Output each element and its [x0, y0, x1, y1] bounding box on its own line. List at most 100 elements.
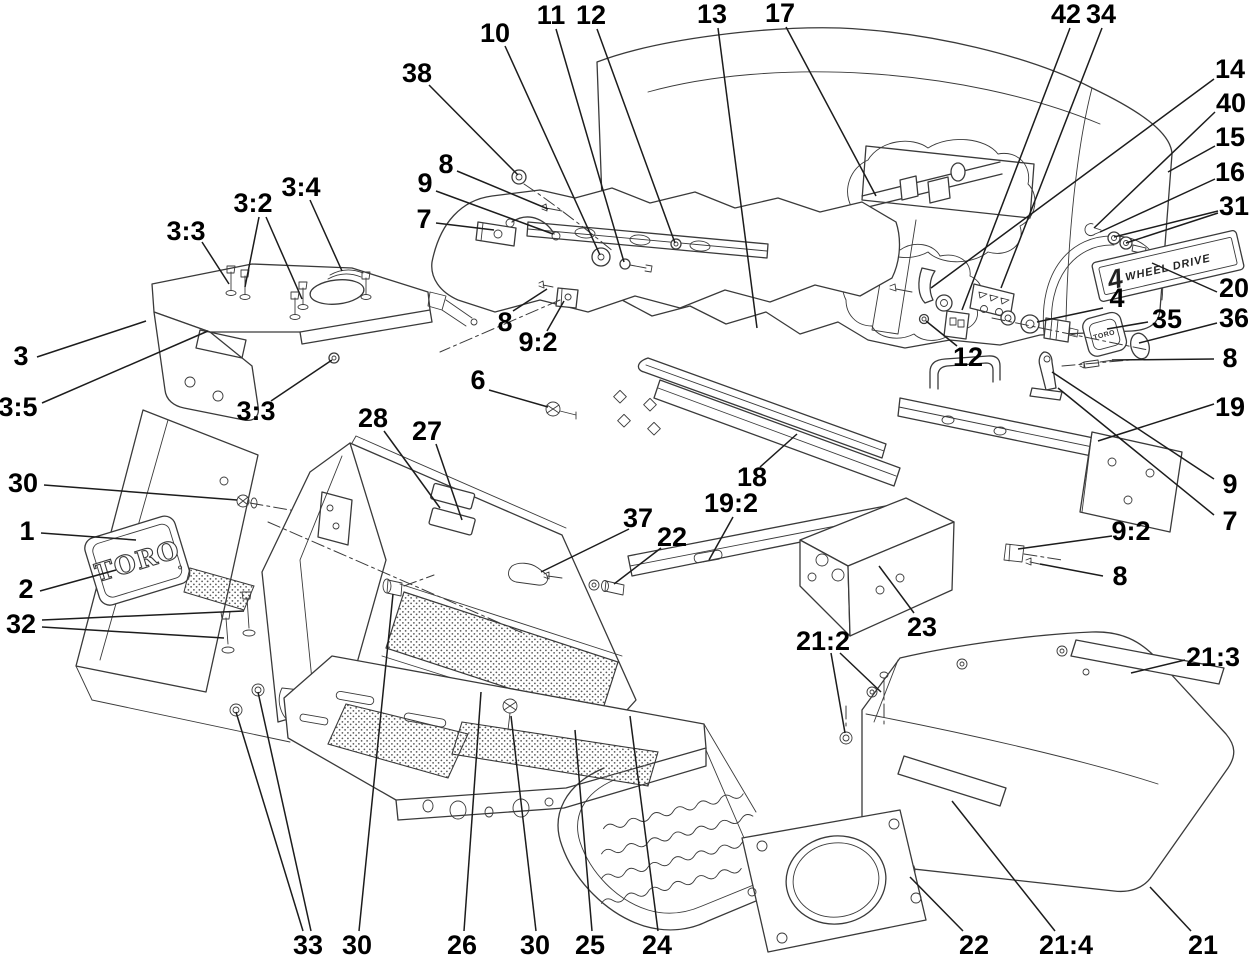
leader-line-42: [961, 27, 1071, 311]
leader-line-8: [1039, 563, 1104, 577]
leader-line-40: [1093, 111, 1216, 229]
callout-3:3: 3:3: [236, 396, 275, 426]
badge-number: 4: [1103, 263, 1125, 296]
callout-3:3: 3:3: [166, 216, 205, 246]
callout-1: 1: [19, 516, 34, 546]
callout-27: 27: [412, 416, 442, 446]
cover-slot: [195, 329, 247, 359]
leader-line-35: [1106, 321, 1149, 330]
leader-line-36: [1138, 322, 1218, 344]
key-switch-group: TORO: [991, 310, 1150, 360]
leader-line-23: [878, 565, 915, 614]
callout-23: 23: [907, 612, 937, 642]
leader-line-32: [41, 610, 245, 621]
bolt-6: [545, 401, 577, 420]
leader-line-21:2: [830, 652, 846, 734]
plates-27-28: [428, 482, 476, 536]
console-mesh: [183, 567, 255, 611]
leader-line-16: [1099, 178, 1216, 233]
leader-line-3:3: [270, 359, 333, 402]
leader-line-9: [1051, 371, 1215, 480]
toro-logo-plate: TORO: [84, 515, 191, 606]
bolt-11: [619, 258, 631, 270]
leader-line-8: [456, 170, 549, 210]
callout-6: 6: [470, 365, 485, 395]
fuel-opening: [309, 279, 365, 305]
washer-31a: [1107, 231, 1121, 245]
callout-19: 19: [1215, 392, 1245, 422]
bracket-9-2: [555, 287, 579, 309]
leader-line-11: [555, 28, 625, 263]
leader-line-33: [235, 711, 304, 932]
callout-3:2: 3:2: [233, 188, 272, 218]
leader-line-3:2: [265, 216, 303, 300]
callout-24: 24: [642, 930, 672, 960]
leader-line-34: [1000, 27, 1103, 289]
right-fender: [839, 631, 1235, 900]
leader-line-8: [512, 288, 548, 312]
scuff-panel: [261, 442, 387, 723]
clip-40: [1084, 223, 1102, 237]
step-well: [557, 767, 769, 931]
latch-37: [508, 562, 563, 586]
leader-line-30: [358, 593, 394, 932]
mesh-panel-floor: [327, 703, 469, 779]
callout-40: 40: [1216, 88, 1246, 118]
callout-30: 30: [342, 930, 372, 960]
leader-line-3:3: [201, 241, 230, 285]
nut-12-top: [670, 238, 682, 250]
drive-badge-20: 4 WHEEL DRIVE: [1091, 230, 1245, 302]
callout-8: 8: [438, 149, 453, 179]
seat-support-plate: [431, 169, 901, 353]
frame-end-plate: [1079, 431, 1183, 533]
leader-line-9:2: [546, 300, 565, 332]
callout-21: 21: [1188, 930, 1218, 960]
leader-line-18: [759, 433, 798, 468]
left-cover: [151, 263, 478, 422]
callout-4: 4: [1109, 283, 1124, 313]
leader-line-37: [540, 528, 630, 573]
leader-line-15: [1167, 145, 1216, 173]
cover-screws: [225, 265, 372, 320]
leader-line-24: [629, 715, 659, 932]
idler-disc-10: [591, 247, 611, 267]
bolt-30-hex: [502, 698, 518, 731]
callout-19:2: 19:2: [704, 488, 758, 518]
callout-11: 11: [537, 0, 566, 30]
seat-channel: [526, 221, 769, 259]
leader-line-8: [1111, 358, 1215, 361]
callout-10: 10: [480, 18, 510, 48]
callout-8: 8: [1222, 343, 1237, 373]
leader-line-7: [435, 222, 495, 231]
callout-20: 20: [1219, 273, 1249, 303]
callout-30: 30: [8, 468, 38, 498]
leader-lines: [36, 26, 1219, 932]
leader-line-27: [435, 443, 463, 521]
callout-15: 15: [1215, 122, 1245, 152]
console-tower: TORO: [75, 409, 349, 743]
leader-line-3:5: [41, 330, 209, 404]
leader-line-19: [1097, 403, 1215, 442]
callout-31: 31: [1219, 191, 1249, 221]
callout-8: 8: [497, 307, 512, 337]
callout-3:4: 3:4: [281, 172, 320, 202]
callout-37: 37: [623, 503, 653, 533]
leader-line-1: [40, 532, 137, 541]
leader-line-31: [1125, 212, 1219, 244]
leader-line-3:4: [309, 199, 343, 272]
key-fob-35: TORO: [1082, 311, 1128, 357]
grab-handle: [929, 355, 1001, 390]
callout-12: 12: [576, 0, 606, 30]
callout-35: 35: [1152, 304, 1182, 334]
screw-21-2: [839, 671, 889, 745]
leader-line-3:2: [244, 216, 260, 288]
leader-line-14: [930, 78, 1215, 289]
callout-38: 38: [402, 58, 432, 88]
leader-line-32: [41, 626, 225, 639]
leader-line-22: [613, 547, 662, 585]
callout-9: 9: [417, 168, 432, 198]
callout-32: 32: [6, 609, 36, 639]
leader-line-3: [36, 320, 147, 358]
leader-line-6: [488, 389, 549, 408]
